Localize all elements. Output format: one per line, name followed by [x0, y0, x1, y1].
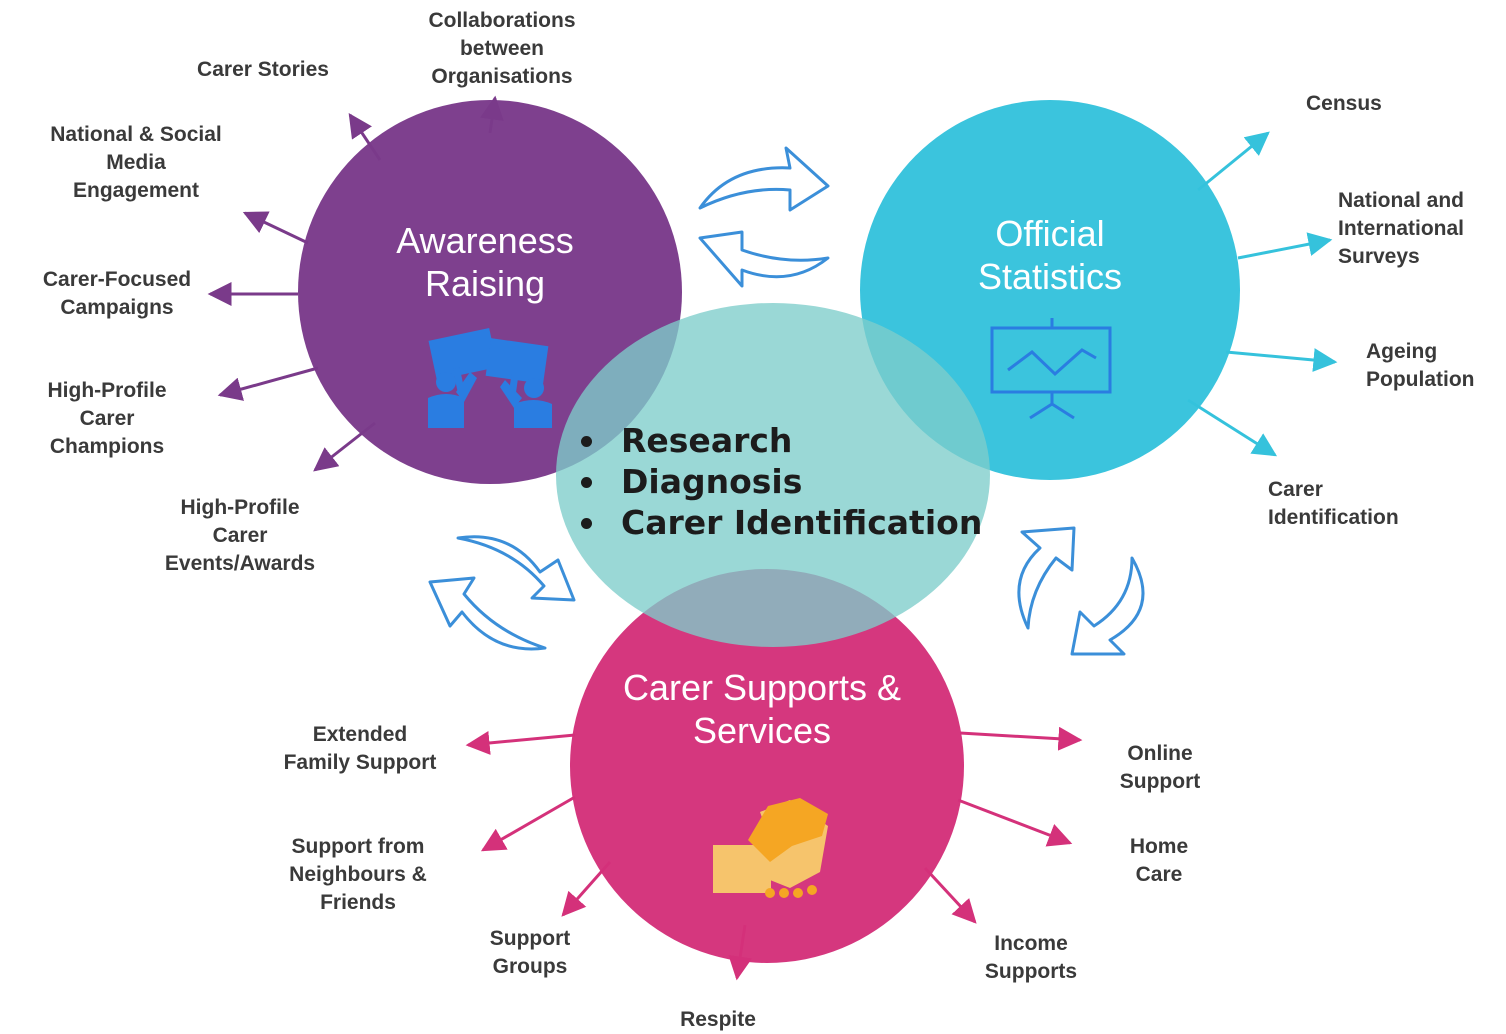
supports-circle — [570, 569, 964, 963]
center-item-carer-identification: Carer Identification — [578, 502, 982, 543]
cycle-arrow-top-left — [698, 230, 830, 288]
label-income-supports: Income Supports — [984, 932, 1078, 983]
handshake-icon — [713, 798, 828, 898]
center-topics: Research Diagnosis Carer Identification — [578, 420, 982, 543]
spoke-arrow — [1187, 398, 1278, 457]
spoke-arrow — [957, 798, 1073, 847]
label-campaigns: Carer-Focused Campaigns — [42, 268, 192, 319]
label-carer-stories: Carer Stories — [197, 58, 329, 81]
label-support-groups: Support Groups — [489, 927, 571, 978]
label-surveys: National and International Surveys — [1338, 189, 1465, 268]
label-home-care: Home Care — [1129, 835, 1189, 886]
presentation-chart-icon — [990, 318, 1112, 420]
cycle-arrow-right-up — [1017, 526, 1076, 630]
cycle-arrow-top-right — [698, 146, 830, 212]
label-events-awards: High-Profile Carer Events/Awards — [164, 496, 316, 575]
label-census: Census — [1306, 92, 1382, 115]
label-carer-identification: Carer Identification — [1268, 478, 1399, 529]
spoke-arrow — [923, 866, 977, 924]
awareness-title: Awareness Raising — [396, 220, 574, 304]
spoke-arrow — [480, 795, 576, 852]
spoke-arrow — [1237, 232, 1333, 260]
statistics-title: Official Statistics — [977, 213, 1123, 297]
label-ageing-population: Ageing Population — [1366, 340, 1475, 391]
spoke-arrow — [242, 211, 309, 245]
label-carer-champions: High-Profile Carer Champions — [47, 379, 167, 458]
label-media-engagement: National & Social Media Engagement — [50, 123, 222, 202]
protest-signs-icon — [428, 327, 552, 428]
spoke-arrow — [959, 726, 1083, 751]
spoke-arrow — [1225, 348, 1338, 372]
label-neighbours-friends: Support from Neighbours & Friends — [289, 835, 427, 914]
cycle-arrow-right-down — [1070, 556, 1145, 656]
cycle-arrow-left-up — [428, 576, 547, 651]
label-extended-family: Extended Family Support — [283, 723, 437, 774]
label-collaborations: Collaborations between Organisations — [428, 9, 576, 88]
spoke-arrow — [465, 731, 576, 755]
supports-title: Carer Supports & Services — [622, 667, 902, 751]
statistics-spokes — [1187, 131, 1338, 457]
cycle-arrow-left-down — [456, 535, 576, 602]
label-respite: Respite — [680, 1008, 756, 1031]
label-online-support: Online Support — [1119, 742, 1201, 793]
center-item-research: Research — [578, 420, 982, 461]
center-circle — [556, 303, 990, 647]
center-item-diagnosis: Diagnosis — [578, 461, 982, 502]
spoke-arrow — [1197, 131, 1270, 192]
spoke-arrow — [217, 366, 319, 401]
cycle-arrows — [428, 146, 1145, 656]
